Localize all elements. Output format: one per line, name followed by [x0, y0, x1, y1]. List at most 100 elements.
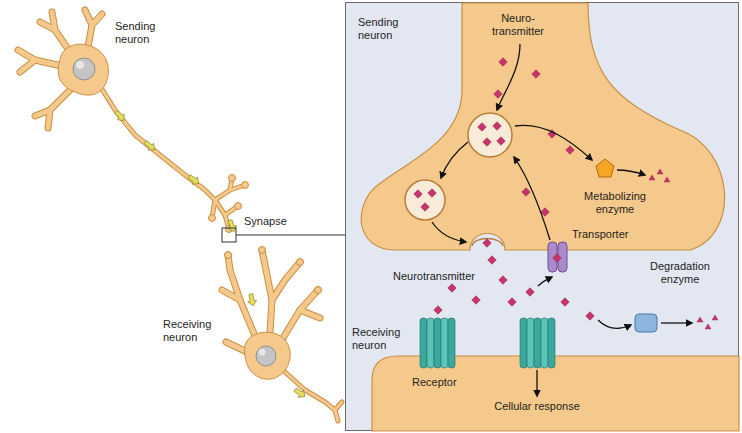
neurotransmitter-molecule	[499, 276, 507, 284]
axon	[285, 372, 342, 421]
part-label: Receiving neuron	[352, 326, 400, 352]
nucleus-highlight	[76, 61, 84, 69]
dendrite-tip	[315, 287, 322, 294]
cell-body	[58, 44, 108, 95]
neurotransmitter-molecule	[499, 58, 507, 66]
part-label: Degradation enzyme	[650, 260, 710, 286]
molecule-fragment	[712, 315, 718, 320]
molecule-fragment	[649, 175, 655, 180]
label-slot: Degradation enzyme	[650, 260, 710, 286]
signal-arrow	[187, 173, 202, 187]
label-slot: Sending neuron	[115, 20, 155, 46]
leader-line	[236, 235, 345, 236]
neurotransmitter-molecule	[586, 312, 594, 320]
label-slot: Neurotransmitter	[393, 270, 475, 283]
neurotransmitter-molecule	[483, 239, 491, 247]
process-arrow	[515, 125, 592, 160]
neurotransmitter-molecule	[553, 254, 561, 262]
label-slot: Neuro- transmitter	[492, 12, 544, 38]
nucleus	[256, 346, 276, 366]
label-slot: Transporter	[572, 228, 628, 241]
nucleus-highlight	[259, 349, 266, 356]
neurotransmitter-molecule	[478, 123, 486, 131]
process-arrow	[514, 157, 550, 240]
dendrite-tip	[225, 252, 232, 259]
neurotransmitter-molecule	[532, 70, 540, 78]
degradation-enzyme	[635, 314, 657, 332]
metabolizing-enzyme	[596, 159, 614, 177]
process-arrow	[432, 222, 466, 242]
part-label: Sending neuron	[115, 20, 155, 46]
label-slot: Receptor	[412, 376, 457, 389]
part-label: Neurotransmitter	[393, 270, 475, 283]
part-label: Neuro- transmitter	[492, 12, 544, 38]
part-label: Receptor	[412, 376, 457, 389]
axon-outline	[100, 86, 245, 229]
neurotransmitter-molecule	[493, 122, 501, 130]
neurotransmitter-molecule	[421, 203, 429, 211]
cell-body	[245, 332, 291, 379]
signal-arrow	[143, 139, 158, 154]
molecule-fragment	[664, 177, 670, 182]
neurotransmitter-molecule	[448, 284, 456, 292]
nucleus	[73, 58, 95, 80]
neurotransmitter-molecule	[497, 137, 505, 145]
label-slot: Receiving neuron	[352, 326, 400, 352]
receptor-channel	[420, 318, 455, 368]
molecule-fragment	[697, 317, 703, 322]
process-arrow	[536, 370, 537, 396]
neurotransmitter-molecule	[483, 138, 491, 146]
part-label: Synapse	[244, 215, 287, 228]
vesicle	[405, 180, 445, 220]
neurotransmitter-molecule	[561, 298, 569, 306]
molecule-fragment	[705, 324, 711, 329]
neurotransmitter-molecule	[488, 256, 496, 264]
process-arrow	[598, 320, 631, 328]
axon-terminal	[235, 203, 242, 210]
label-slot: Sending neuron	[358, 16, 398, 42]
neurotransmitter-molecule	[566, 146, 574, 154]
process-arrow	[617, 170, 645, 175]
axon-outline	[285, 372, 342, 421]
axon	[100, 86, 245, 229]
molecule-fragment	[657, 169, 663, 174]
part-label: Cellular response	[494, 400, 580, 413]
process-arrow	[538, 277, 552, 286]
axon-terminal	[229, 175, 236, 182]
neurotransmitter-molecule	[434, 306, 442, 314]
label-slot: Receiving neuron	[163, 318, 211, 344]
neurotransmitter-molecule	[414, 190, 422, 198]
process-arrow	[441, 142, 468, 178]
neurotransmitter-molecule	[472, 296, 480, 304]
neurotransmitter-molecule	[494, 90, 502, 98]
neurotransmitter-molecule	[508, 298, 516, 306]
label-slot: Metabolizing enzyme	[584, 190, 646, 216]
axon-terminal	[242, 182, 249, 189]
vesicle	[468, 113, 512, 157]
label-slot: Cellular response	[494, 400, 580, 413]
part-label: Sending neuron	[358, 16, 398, 42]
neurotransmitter-molecule	[428, 189, 436, 197]
signal-arrow	[113, 109, 128, 124]
neurotransmitter-molecule	[526, 288, 534, 296]
part-label: Receiving neuron	[163, 318, 211, 344]
dendrite-tip	[297, 259, 304, 266]
receptor-channel	[520, 318, 555, 368]
signal-arrow	[247, 293, 258, 306]
receiving-membrane	[372, 356, 739, 431]
process-arrow	[497, 44, 520, 110]
inset-panel	[346, 3, 739, 431]
part-label: Metabolizing enzyme	[584, 190, 646, 216]
signal-arrow	[293, 386, 308, 400]
dendrite-tip	[259, 247, 266, 254]
synapse-box	[222, 228, 236, 242]
part-label: Transporter	[572, 228, 628, 241]
process-arrow	[661, 322, 692, 323]
neurotransmitter-molecule	[522, 188, 530, 196]
axon-terminal-body	[361, 3, 724, 250]
axon-terminal	[209, 215, 216, 222]
label-slot: Synapse	[244, 215, 287, 228]
